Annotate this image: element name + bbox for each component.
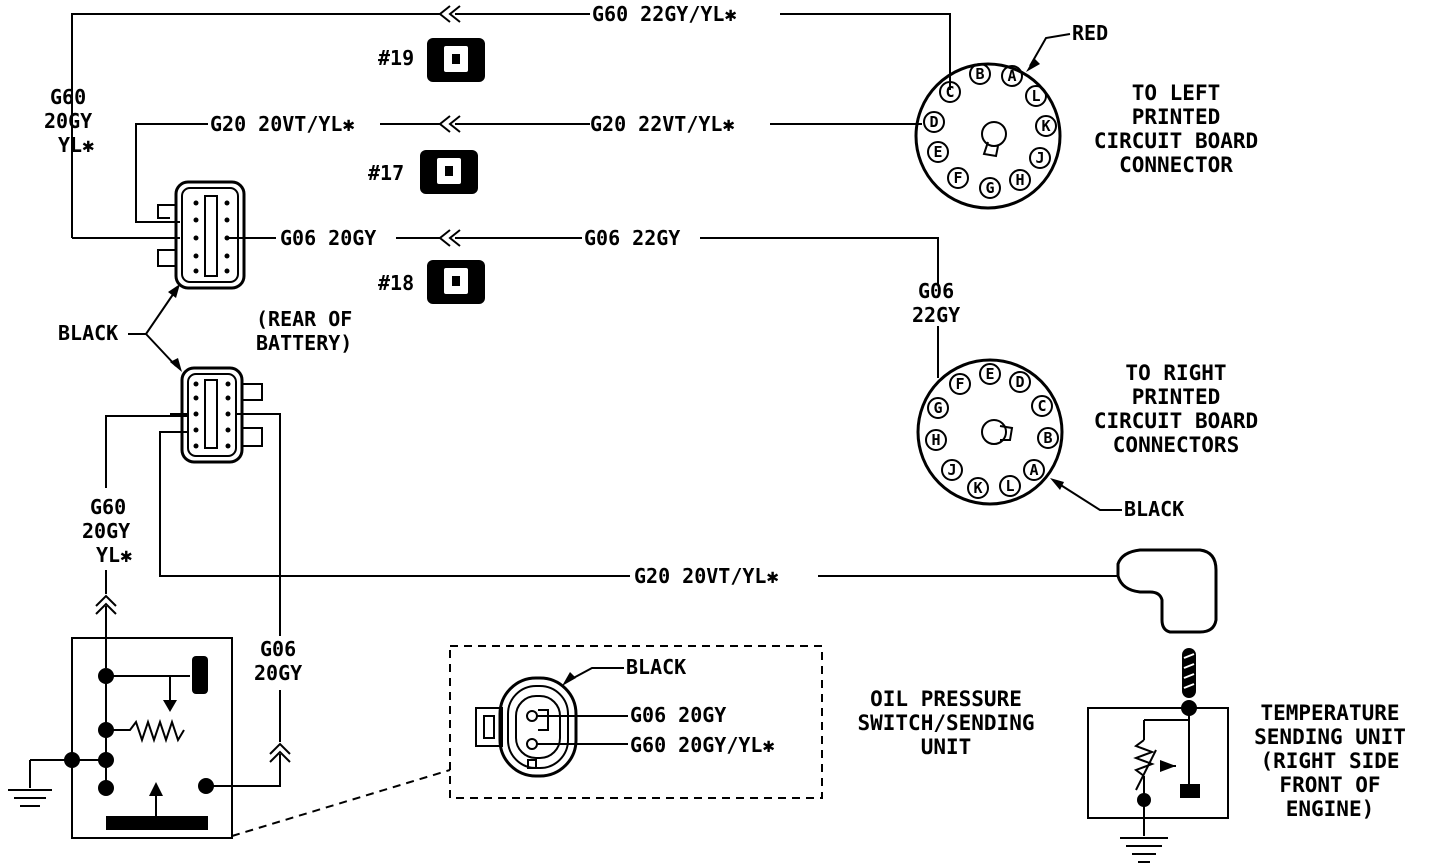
right-pin-j: J — [947, 461, 956, 479]
wire-label-g60-left-color: YL✱ — [58, 133, 94, 157]
temp-title-3: (RIGHT SIDE — [1260, 749, 1399, 773]
left-pcb-pins: A B C D E F G H J K L — [923, 63, 1057, 199]
black-connector-callout: BLACK — [58, 284, 182, 372]
temp-title-5: ENGINE) — [1286, 797, 1375, 821]
wire-label-g60-left: G60 — [50, 85, 86, 109]
left-pin-j: J — [1035, 149, 1044, 167]
oil-pressure-line3: UNIT — [921, 735, 972, 759]
left-pcb-title-2: PRINTED — [1132, 105, 1221, 129]
wire-label-g20-right: G20 22VT/YL✱ — [590, 112, 735, 136]
right-pin-d: D — [1015, 373, 1024, 391]
splice-17: #17 — [368, 150, 478, 194]
oil-switch-connector-detail: BLACK G06 20GY G60 20GY/YL✱ — [449, 645, 823, 799]
left-pcb-connector: A B C D E F G H J K L RED — [914, 21, 1108, 210]
left-pcb-title-1: TO LEFT — [1132, 81, 1221, 105]
temperature-sender-title: TEMPERATURE SENDING UNIT (RIGHT SIDE FRO… — [1254, 701, 1406, 821]
label-rear-of-battery-2: BATTERY) — [256, 331, 352, 355]
temp-title-4: FRONT OF — [1279, 773, 1380, 797]
wire-label-g06-left: G06 20GY — [280, 226, 376, 250]
right-pcb-title-1: TO RIGHT — [1125, 361, 1226, 385]
label-black-oil-connector: BLACK — [626, 655, 686, 679]
left-pin-e: E — [933, 143, 942, 161]
left-pin-h: H — [1015, 171, 1024, 189]
connector-upper-left — [72, 180, 246, 290]
left-pin-a: A — [1007, 67, 1016, 85]
splice-19: #19 — [378, 38, 485, 82]
right-pin-f: F — [955, 375, 964, 393]
splice-label-17: #17 — [368, 161, 404, 185]
right-pin-a: A — [1029, 461, 1038, 479]
wire-label-g06-lower: G06 — [260, 637, 296, 661]
left-pin-g: G — [985, 179, 994, 197]
left-pin-f: F — [953, 169, 962, 187]
label-oil-g06: G06 20GY — [630, 703, 726, 727]
right-pin-h: H — [931, 431, 940, 449]
right-pcb-connector: A B C D E F G H J K L BLACK — [916, 358, 1184, 521]
left-pin-b: B — [975, 65, 984, 83]
left-pin-k: K — [1041, 117, 1050, 135]
splice-label-19: #19 — [378, 46, 414, 70]
right-pcb-title: TO RIGHT PRINTED CIRCUIT BOARD CONNECTOR… — [1094, 361, 1258, 457]
oil-pressure-label: OIL PRESSURE SWITCH/SENDING UNIT — [857, 687, 1034, 759]
oil-pressure-line2: SWITCH/SENDING — [857, 711, 1034, 735]
right-pin-c: C — [1037, 397, 1046, 415]
splice-label-18: #18 — [378, 271, 414, 295]
label-rear-of-battery: (REAR OF — [256, 307, 352, 331]
label-red: RED — [1072, 21, 1108, 45]
right-pcb-title-2: PRINTED — [1132, 385, 1221, 409]
oil-pressure-switch-schematic — [8, 637, 233, 839]
temp-title-1: TEMPERATURE — [1260, 701, 1399, 725]
temperature-sender-connector — [1116, 548, 1218, 634]
wire-label-g20-bottom: G20 20VT/YL✱ — [634, 564, 779, 588]
wire-label-g60-lower-color: YL✱ — [96, 543, 132, 567]
right-pin-b: B — [1043, 429, 1052, 447]
wire-label-g06-lower-gauge: 20GY — [254, 661, 302, 685]
wire-label-g60-left-gauge: 20GY — [44, 109, 92, 133]
right-pin-e: E — [985, 365, 994, 383]
left-pin-l: L — [1031, 87, 1040, 105]
wire-g06-upper: G06 20GY G06 22GY G06 22GY — [228, 226, 960, 378]
wire-label-g60-lower: G60 — [90, 495, 126, 519]
right-pcb-title-3: CIRCUIT BOARD — [1094, 409, 1258, 433]
wire-label-g60-lower-gauge: 20GY — [82, 519, 130, 543]
wire-g20-upper: G20 20VT/YL✱ G20 22VT/YL✱ — [135, 112, 922, 223]
wire-g60-top: G60 22GY/YL✱ — [71, 2, 951, 238]
wire-label-g20-left: G20 20VT/YL✱ — [210, 112, 355, 136]
temp-title-2: SENDING UNIT — [1254, 725, 1406, 749]
right-pin-l: L — [1005, 477, 1014, 495]
left-pin-d: D — [929, 113, 938, 131]
wire-label-g06-vert: G06 — [918, 279, 954, 303]
left-pcb-title: TO LEFT PRINTED CIRCUIT BOARD CONNECTOR — [1094, 81, 1258, 177]
right-pcb-title-4: CONNECTORS — [1113, 433, 1239, 457]
splice-18: #18 — [378, 260, 485, 304]
right-pin-k: K — [973, 479, 982, 497]
left-pcb-title-4: CONNECTOR — [1119, 153, 1233, 177]
label-oil-g60: G60 20GY/YL✱ — [630, 733, 775, 757]
left-pin-c: C — [945, 83, 954, 101]
label-black-connector: BLACK — [58, 321, 118, 345]
temperature-sender-schematic — [1087, 648, 1229, 863]
right-pcb-pins: A B C D E F G H J K L — [925, 363, 1059, 499]
oil-pressure-line1: OIL PRESSURE — [870, 687, 1022, 711]
wire-label-g06-vert-gauge: 22GY — [912, 303, 960, 327]
right-pin-g: G — [933, 399, 942, 417]
wire-label-g06-right: G06 22GY — [584, 226, 680, 250]
left-pcb-title-3: CIRCUIT BOARD — [1094, 129, 1258, 153]
wire-label-g60-top: G60 22GY/YL✱ — [592, 2, 737, 26]
label-black-right: BLACK — [1124, 497, 1184, 521]
